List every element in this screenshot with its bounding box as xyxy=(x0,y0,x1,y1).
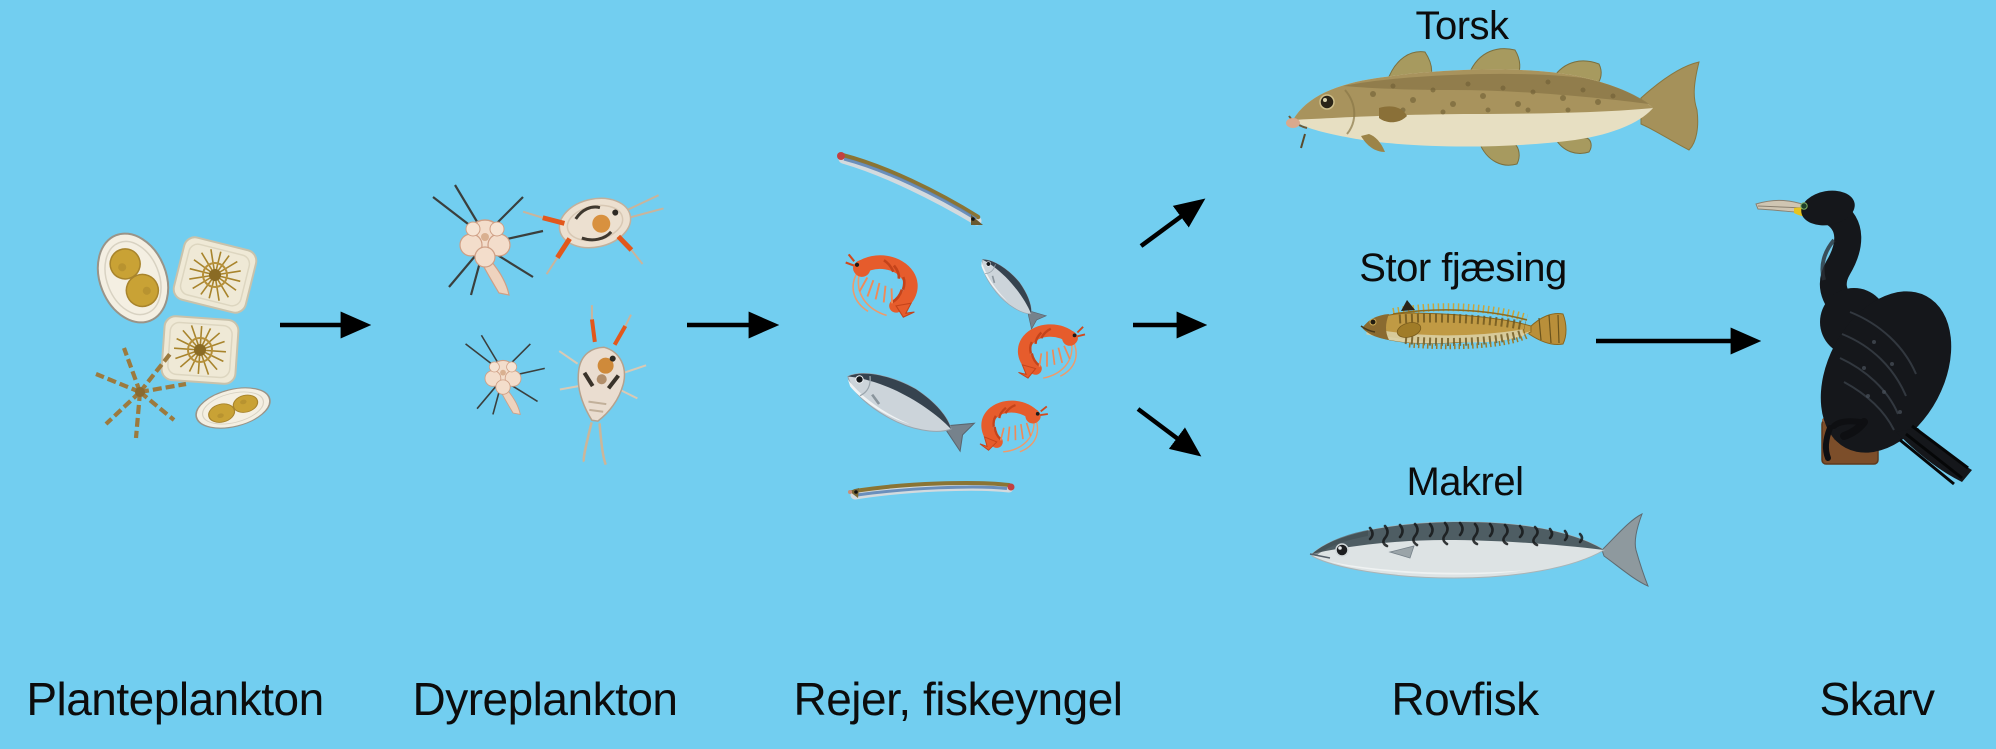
dyreplankton-illustration xyxy=(415,145,665,465)
stage-label-planteplankton: Planteplankton xyxy=(26,673,324,725)
stor-fjaesing-illustration xyxy=(1357,298,1571,364)
planteplankton-illustration xyxy=(55,175,295,445)
arrow-rejer-to-makrel xyxy=(1136,407,1202,457)
species-label-makrel: Makrel xyxy=(1406,460,1524,504)
square-diatom-icon xyxy=(171,235,258,315)
sand-eel-icon xyxy=(837,152,983,226)
copepod-nauplius-icon xyxy=(522,194,664,275)
stage-label-rejer-fiskeyngel: Rejer, fiskeyngel xyxy=(793,673,1124,725)
diatoms-icon xyxy=(84,221,275,439)
crab-larva-icon xyxy=(431,183,545,297)
stage-label-skarv: Skarv xyxy=(1819,673,1935,725)
weever-icon xyxy=(1360,300,1567,350)
stage-label-dyreplankton: Dyreplankton xyxy=(412,673,678,725)
square-diatom-icon xyxy=(161,315,239,384)
oval-diatom-icon xyxy=(191,380,275,436)
shrimp-icon xyxy=(979,400,1048,456)
star-diatom-icon xyxy=(95,347,187,439)
sand-eel-icon xyxy=(848,481,1015,500)
copepod-icon xyxy=(558,305,647,465)
rejer-fiskeyngel-illustration xyxy=(825,115,1095,515)
juvenile-herring-icon xyxy=(972,250,1049,331)
cod-icon xyxy=(1286,48,1700,166)
species-label-torsk: Torsk xyxy=(1415,4,1509,48)
crab-larva-icon xyxy=(464,334,546,416)
shrimp-icon xyxy=(841,254,920,318)
makrel-illustration xyxy=(1306,506,1650,598)
torsk-illustration xyxy=(1283,46,1703,182)
mackerel-icon xyxy=(1309,512,1649,587)
zooplankton-icon xyxy=(431,183,664,465)
cormorant-body xyxy=(1755,190,1972,486)
juvenile-herring-icon xyxy=(838,357,978,455)
cormorant-icon xyxy=(1755,190,1972,486)
skarv-illustration xyxy=(1746,182,1996,492)
shrimp-icon xyxy=(1019,327,1086,378)
shrimp-and-fry-icon xyxy=(825,152,1095,500)
species-label-stor-fjaesing: Stor fjæsing xyxy=(1359,246,1567,290)
arrow-rejer-to-torsk xyxy=(1139,198,1206,248)
stage-label-rovfisk: Rovfisk xyxy=(1391,673,1539,725)
oval-diatom-icon xyxy=(84,221,182,335)
